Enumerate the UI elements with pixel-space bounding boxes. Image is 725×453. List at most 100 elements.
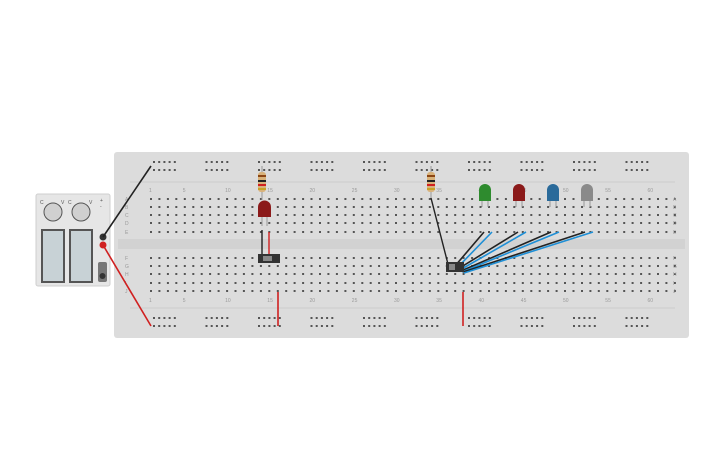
breadboard-hole[interactable] [471,214,474,216]
breadboard-hole[interactable] [210,317,213,319]
breadboard-hole[interactable] [251,282,254,284]
breadboard-hole[interactable] [361,273,364,275]
breadboard-hole[interactable] [378,317,381,319]
breadboard-hole[interactable] [589,290,592,292]
breadboard-hole[interactable] [555,290,558,292]
breadboard-hole[interactable] [530,325,533,327]
breadboard-hole[interactable] [276,231,279,233]
breadboard-hole[interactable] [428,290,431,292]
breadboard-hole[interactable] [538,206,541,208]
breadboard-hole[interactable] [166,198,169,200]
breadboard-hole[interactable] [273,169,276,171]
breadboard-hole[interactable] [415,161,418,163]
breadboard-hole[interactable] [471,206,474,208]
breadboard-hole[interactable] [386,198,389,200]
breadboard-hole[interactable] [597,282,600,284]
breadboard-hole[interactable] [593,161,596,163]
breadboard-hole[interactable] [335,222,338,224]
breadboard-hole[interactable] [530,257,533,259]
breadboard-hole[interactable] [478,161,481,163]
breadboard-hole[interactable] [581,206,583,208]
breadboard-hole[interactable] [183,273,186,275]
breadboard-hole[interactable] [183,198,186,200]
breadboard-hole[interactable] [285,282,288,284]
breadboard-hole[interactable] [521,265,524,267]
breadboard-hole[interactable] [631,282,634,284]
breadboard-hole[interactable] [209,206,212,208]
breadboard-hole[interactable] [352,198,355,200]
breadboard-hole[interactable] [504,206,507,208]
breadboard-hole[interactable] [488,273,490,275]
breadboard-hole[interactable] [547,214,550,216]
breadboard-hole[interactable] [530,206,533,208]
breadboard-hole[interactable] [597,214,600,216]
breadboard-hole[interactable] [538,273,541,275]
breadboard-hole[interactable] [631,273,634,275]
breadboard-hole[interactable] [665,273,668,275]
wire-red[interactable] [102,244,152,327]
breadboard-hole[interactable] [217,257,220,259]
breadboard-hole[interactable] [158,169,161,171]
breadboard-hole[interactable] [547,282,550,284]
breadboard-hole[interactable] [597,198,600,200]
breadboard-hole[interactable] [242,206,245,208]
breadboard-hole[interactable] [234,290,237,292]
breadboard-hole[interactable] [436,169,439,171]
breadboard-hole[interactable] [158,317,161,319]
breadboard-hole[interactable] [564,222,566,224]
breadboard-hole[interactable] [242,257,245,259]
breadboard-hole[interactable] [488,265,490,267]
breadboard-hole[interactable] [200,231,203,233]
breadboard-hole[interactable] [200,265,203,267]
breadboard-hole[interactable] [352,290,355,292]
breadboard-hole[interactable] [361,282,364,284]
breadboard-hole[interactable] [383,169,386,171]
breadboard-hole[interactable] [513,290,516,292]
breadboard-hole[interactable] [242,290,245,292]
breadboard-hole[interactable] [411,273,414,275]
breadboard-hole[interactable] [530,222,533,224]
breadboard-hole[interactable] [513,206,516,208]
led-green[interactable] [479,184,491,207]
breadboard-hole[interactable] [623,231,626,233]
breadboard-hole[interactable] [158,222,161,224]
breadboard-hole[interactable] [210,325,213,327]
breadboard-hole[interactable] [640,273,643,275]
breadboard-hole[interactable] [302,282,305,284]
breadboard-hole[interactable] [183,214,186,216]
breadboard-hole[interactable] [183,222,186,224]
breadboard-hole[interactable] [420,198,423,200]
breadboard-hole[interactable] [234,198,237,200]
breadboard-hole[interactable] [630,169,633,171]
breadboard-hole[interactable] [200,282,203,284]
breadboard-hole[interactable] [462,282,465,284]
breadboard-hole[interactable] [496,214,499,216]
breadboard-hole[interactable] [520,317,523,319]
breadboard-hole[interactable] [327,290,330,292]
breadboard-hole[interactable] [234,282,237,284]
breadboard-hole[interactable] [273,317,276,319]
breadboard-hole[interactable] [631,265,634,267]
breadboard-hole[interactable] [411,214,414,216]
breadboard-hole[interactable] [488,282,490,284]
breadboard-hole[interactable] [310,265,313,267]
breadboard-hole[interactable] [200,206,203,208]
breadboard-hole[interactable] [369,198,372,200]
breadboard-hole[interactable] [352,265,355,267]
breadboard-hole[interactable] [175,257,178,259]
breadboard-hole[interactable] [373,169,376,171]
breadboard-hole[interactable] [525,161,528,163]
breadboard-hole[interactable] [606,257,609,259]
breadboard-hole[interactable] [361,198,364,200]
breadboard-hole[interactable] [411,222,414,224]
breadboard-hole[interactable] [320,169,323,171]
breadboard-hole[interactable] [215,161,218,163]
breadboard-hole[interactable] [428,198,431,200]
breadboard-hole[interactable] [665,265,668,267]
breadboard-hole[interactable] [168,317,171,319]
breadboard-hole[interactable] [471,222,474,224]
breadboard-hole[interactable] [468,169,470,171]
breadboard-hole[interactable] [352,231,355,233]
breadboard-hole[interactable] [158,273,161,275]
breadboard-hole[interactable] [606,231,609,233]
